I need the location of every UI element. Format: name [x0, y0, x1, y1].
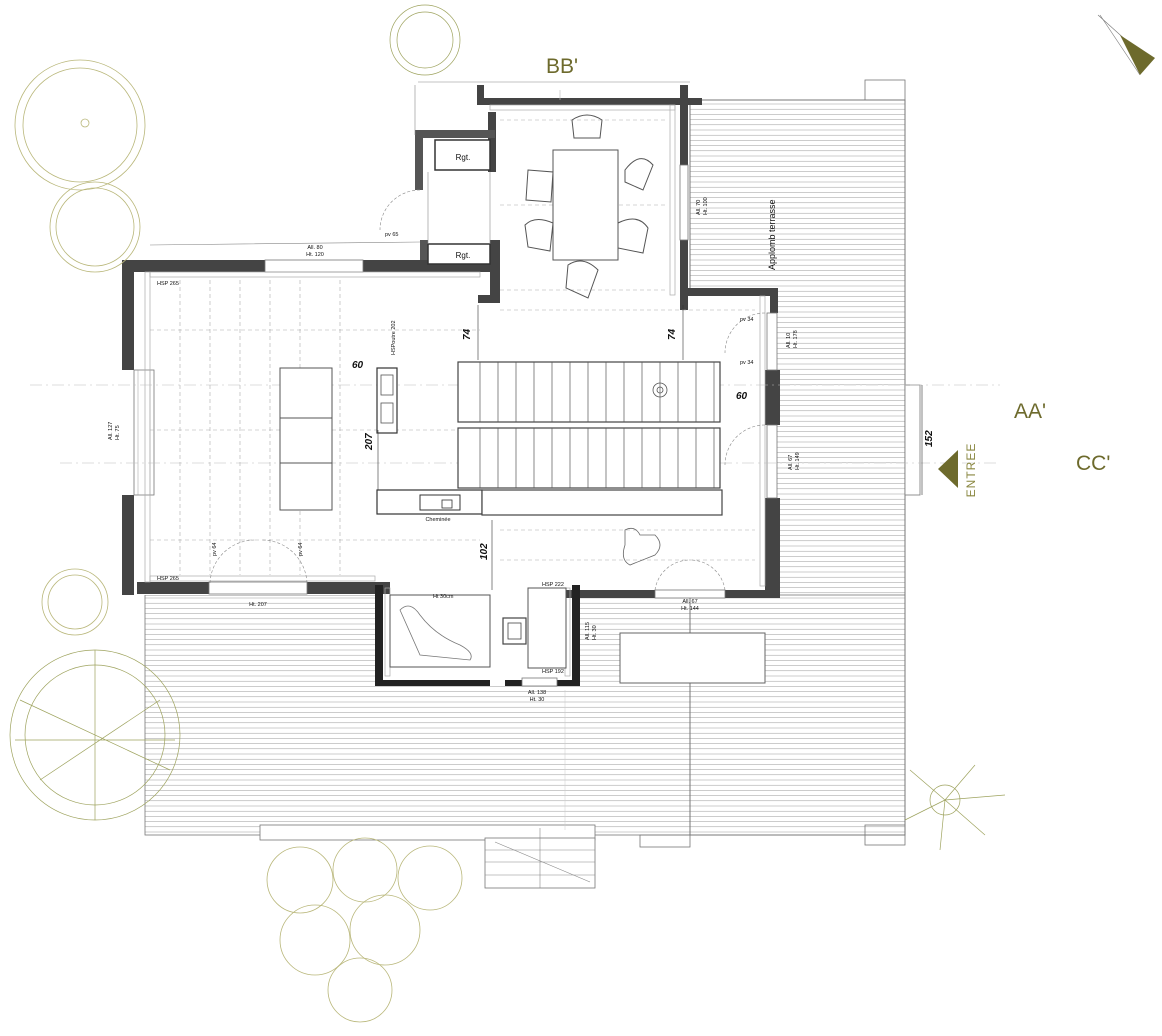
note-pv34b: pv 34: [740, 360, 753, 366]
section-cc: CC': [1076, 452, 1110, 475]
entry-label: ENTREE: [964, 443, 978, 498]
entry-arrow-icon: [938, 450, 958, 488]
note-all80: All. 80: [307, 245, 322, 251]
dim-74-left: 74: [462, 328, 473, 340]
terrace-deck: [690, 103, 905, 833]
annotations: All. 80 Ht. 120 pv 65 HSP 265 HSP 265 HS…: [108, 197, 801, 703]
entry-steps: [259, 824, 596, 889]
note-ht144: Ht. 144: [681, 606, 699, 612]
dim-152: 152: [924, 430, 935, 447]
note-pv64b: pv 64: [298, 543, 304, 556]
section-bb: BB': [546, 55, 578, 78]
note-all67: All. 67: [682, 599, 697, 605]
note-ht100: Ht. 100: [703, 197, 709, 215]
terrace-label: Applomb terrasse: [767, 199, 777, 270]
note-ht120: Ht. 120: [306, 252, 324, 258]
note-ht75: Ht. 75: [115, 425, 121, 440]
storage-label-top: Rgt.: [456, 153, 471, 162]
door-swings: [209, 189, 766, 591]
note-all127: All. 127: [108, 422, 114, 440]
note-all138: All. 138: [528, 690, 546, 696]
note-pv34a: pv 34: [740, 317, 753, 323]
note-ht30b: Ht. 30: [592, 625, 598, 640]
note-ht207: Ht. 207: [249, 602, 267, 608]
chimney-label: Cheminée: [425, 517, 450, 523]
section-aa: AA': [1014, 400, 1046, 423]
note-hsp192: HSP 192: [542, 669, 564, 675]
staircase: [457, 361, 723, 516]
dim-74-right: 74: [667, 328, 678, 340]
dim-207: 207: [364, 433, 375, 451]
note-ht149: Ht. 149: [795, 452, 801, 470]
insulation: [144, 104, 766, 677]
trees: [9, 4, 1006, 1023]
dim-60-left: 60: [352, 360, 364, 371]
note-ht178: Ht. 178: [793, 330, 799, 348]
dim-60-right: 60: [736, 391, 748, 402]
note-ht30c: Ht. 30: [530, 697, 545, 703]
note-hsp-poutre: HSPoutre 202: [391, 320, 397, 355]
storage-rooms: Rgt. Rgt.: [427, 139, 491, 265]
cabinet: Cheminée: [376, 367, 483, 523]
note-all10: All. 10: [786, 333, 792, 348]
dim-102: 102: [479, 543, 490, 560]
note-hsp265-top: HSP 265: [157, 281, 179, 287]
note-hsp222: HSP 222: [542, 582, 564, 588]
sofa: [279, 367, 333, 511]
note-all67b: All. 67: [788, 455, 794, 470]
note-ht30cm: Ht 30cm: [433, 594, 454, 600]
armchair: [622, 527, 661, 566]
note-pv64a: pv 64: [212, 543, 218, 556]
note-pv65: pv 65: [385, 232, 398, 238]
dimensions: 60 74 74 60 207 102 152: [352, 305, 935, 590]
deck-bench: [619, 632, 766, 684]
north-arrow-icon: [1097, 14, 1155, 76]
note-hsp265-bottom: HSP 265: [157, 576, 179, 582]
dining-table: [524, 114, 654, 299]
bathroom: [389, 587, 567, 669]
storage-label-bottom: Rgt.: [456, 251, 471, 260]
note-all70: All. 70: [696, 200, 702, 215]
note-all115: All. 115: [585, 622, 591, 640]
